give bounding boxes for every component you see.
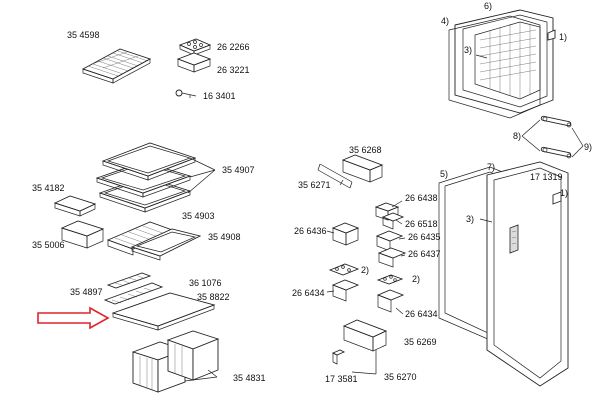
door-handles — [540, 115, 572, 159]
small-bin-6434b — [376, 289, 405, 313]
crisper-glass-shelf — [111, 292, 216, 331]
door-shelf-large — [341, 154, 384, 183]
vegetable-bins — [131, 330, 220, 393]
glass-shelf-stack — [95, 142, 197, 213]
label-note-5: 5) — [440, 169, 448, 179]
label-note-2b: 2) — [412, 274, 420, 284]
wire-rack — [81, 48, 152, 84]
small-bin-6518 — [381, 212, 405, 230]
label-26-6435: 26 6435 — [408, 232, 441, 242]
bin-leaders — [184, 369, 218, 382]
small-bin-6437 — [377, 247, 407, 268]
label-36-1076: 36 1076 — [189, 278, 222, 288]
fridge-door — [486, 161, 569, 387]
egg-holder-door — [328, 263, 360, 276]
label-note-7: 7) — [487, 162, 495, 172]
door-shelf-bottom — [342, 319, 388, 352]
label-26-6436: 26 6436 — [294, 226, 327, 236]
egg-tray — [178, 38, 212, 56]
note-leaders — [326, 54, 493, 315]
small-drawer — [60, 220, 105, 249]
label-note-3b: 3) — [466, 214, 474, 224]
label-35-4907: 35 4907 — [222, 165, 255, 175]
label-note-4: 4) — [441, 16, 449, 26]
label-note-3a: 3) — [464, 45, 472, 55]
label-26-6434a: 26 6434 — [292, 288, 325, 298]
label-35-4897: 35 4897 — [70, 287, 103, 297]
label-26-6438: 26 6438 — [405, 193, 438, 203]
crisper-glass — [130, 228, 202, 261]
egg-holder-door-2 — [376, 274, 404, 285]
crisper-plate — [103, 282, 164, 305]
label-note-1a: 1) — [559, 32, 567, 42]
label-35-6269: 35 6269 — [404, 337, 437, 347]
small-bin-6435 — [375, 230, 404, 252]
handle-leaders — [521, 119, 584, 158]
shelf-leaders — [187, 157, 216, 194]
label-35-5006: 35 5006 — [32, 240, 65, 250]
crisper-strip — [106, 272, 152, 289]
label-35-4598: 35 4598 — [67, 30, 100, 40]
label-35-4182: 35 4182 — [32, 183, 65, 193]
label-note-2a: 2) — [361, 265, 369, 275]
small-bin-6434a — [331, 279, 360, 302]
ice-tray — [176, 52, 212, 73]
label-note-1b: 1) — [560, 188, 568, 198]
label-35-6271: 35 6271 — [298, 180, 331, 190]
label-16-3401: 16 3401 — [203, 91, 236, 101]
label-17-1319: 17 1319 — [530, 172, 563, 182]
label-26-6518: 26 6518 — [405, 219, 438, 229]
label-note-9: 9) — [584, 142, 592, 152]
label-note-6: 6) — [484, 1, 492, 11]
label-17-3581: 17 3581 — [325, 374, 358, 384]
label-35-6268: 35 6268 — [349, 145, 382, 155]
small-tray — [53, 195, 97, 217]
label-35-8822: 35 8822 — [197, 292, 230, 302]
freezer-door-gasket — [448, 15, 541, 119]
label-35-4908: 35 4908 — [208, 232, 241, 242]
label-26-3221: 26 3221 — [217, 65, 250, 75]
label-35-6270: 35 6270 — [384, 372, 417, 382]
label-note-8: 8) — [513, 131, 521, 141]
freezer-hinge-cap — [547, 29, 556, 41]
key-part — [175, 89, 197, 98]
middle-leaders — [351, 350, 377, 375]
door-shelf-wire — [317, 163, 353, 189]
label-26-6434b: 26 6434 — [405, 309, 438, 319]
label-26-6437: 26 6437 — [408, 249, 441, 259]
label-35-4831: 35 4831 — [233, 373, 266, 383]
label-26-2266: 26 2266 — [217, 42, 250, 52]
label-35-4903: 35 4903 — [182, 211, 215, 221]
small-bin-6436 — [331, 222, 360, 246]
red-indicator-arrow — [37, 306, 110, 330]
freezer-door — [454, 9, 554, 114]
small-clip — [331, 349, 346, 365]
